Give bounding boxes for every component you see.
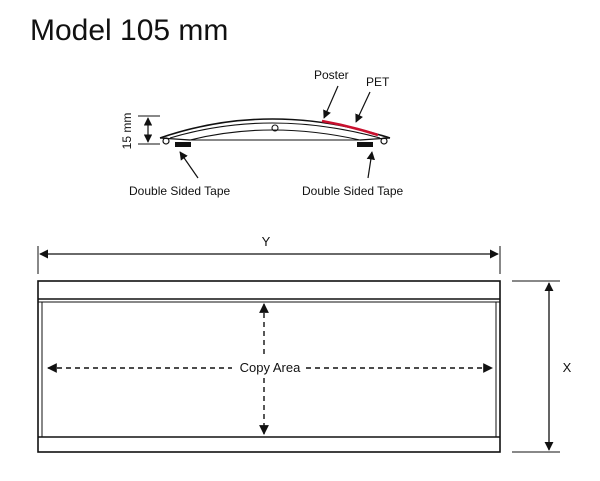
tape-right-label: Double Sided Tape <box>302 184 404 198</box>
pet-arrow <box>355 91 371 123</box>
page-title: Model 105 mm <box>30 14 228 47</box>
width-dimension-label: Y <box>262 234 271 249</box>
tape-left-arrow <box>179 151 199 179</box>
copy-area-label: Copy Area <box>240 360 301 375</box>
height-dimension: 15 mm <box>120 113 160 150</box>
height-dimension-frame: X <box>512 280 572 453</box>
pet-label: PET <box>366 75 390 89</box>
center-notch <box>271 124 279 132</box>
profile-section: 15 mm Poster PET Double Sid <box>120 68 404 198</box>
tape-pad-left <box>175 142 191 147</box>
tape-left-label: Double Sided Tape <box>129 184 231 198</box>
poster-layer <box>321 119 379 137</box>
width-dimension: Y <box>37 234 501 274</box>
tape-pad-right <box>357 142 373 147</box>
tape-right-arrow <box>366 151 376 179</box>
left-end-hole <box>162 137 170 145</box>
right-end-hole <box>380 137 388 145</box>
frame-section: Y Copy Area X <box>37 234 572 453</box>
poster-arrow <box>323 85 339 119</box>
poster-label: Poster <box>314 68 349 82</box>
frame-outline <box>37 280 501 453</box>
height-dimension-label: 15 mm <box>120 113 134 150</box>
profile-shape <box>159 118 391 147</box>
frame-height-label: X <box>563 360 572 375</box>
